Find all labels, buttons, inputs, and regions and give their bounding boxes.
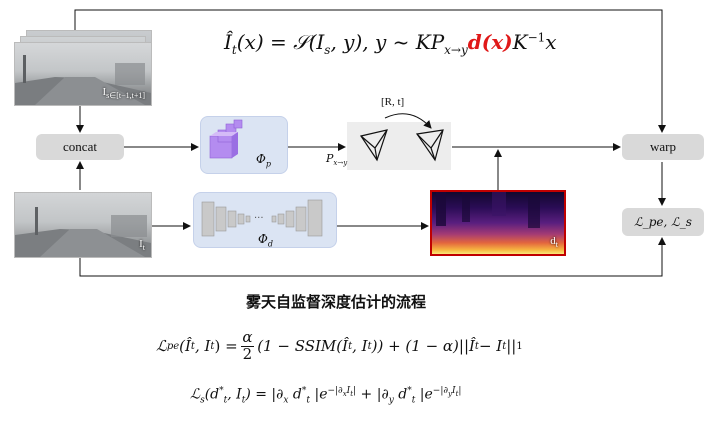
warp-label: warp bbox=[650, 139, 676, 154]
source-scene-sketch bbox=[15, 55, 151, 105]
depth-term: d(x) bbox=[467, 30, 513, 54]
bottom-loop-line bbox=[79, 237, 666, 277]
camera-pose-icon bbox=[360, 113, 444, 162]
warp-box: warp bbox=[622, 134, 704, 160]
pose-net-label: Φp bbox=[256, 152, 271, 169]
pose-transform-label: [R, t] bbox=[381, 96, 405, 108]
source-frames: Is∈[t−1,t+1] bbox=[14, 42, 152, 106]
depth-map-texture bbox=[436, 192, 540, 228]
depth-net-label: Φd bbox=[258, 232, 273, 249]
source-frames-label: Is∈[t−1,t+1] bbox=[102, 85, 145, 100]
top-loop-line bbox=[74, 9, 666, 133]
pose-net-icon bbox=[209, 119, 243, 159]
depth-net-icon: ··· bbox=[201, 199, 323, 237]
loss-box-label: ℒ_pe, ℒ_s bbox=[634, 215, 692, 229]
alpha-fraction: α 2 bbox=[240, 328, 255, 363]
target-frame-label: It bbox=[139, 237, 145, 252]
loss-s-formula: ℒs(d*t, It) = |∂x d*t |e−|∂xIt| + |∂y d*… bbox=[190, 386, 462, 406]
svg-text:···: ··· bbox=[254, 213, 264, 224]
depth-map: dt bbox=[430, 190, 566, 256]
main-formula: Ît(x) = 𝒮(Is, y), y ~ KPx→yd(x)K−1x bbox=[224, 30, 557, 57]
formula-lhs: Ît(x) = 𝒮(Is, y), y ~ KPx→y bbox=[224, 30, 468, 57]
concat-box: concat bbox=[36, 134, 124, 160]
target-scene-sketch bbox=[15, 207, 151, 257]
loss-box: ℒ_pe, ℒ_s bbox=[622, 208, 704, 236]
depth-map-label: dt bbox=[550, 234, 558, 249]
figure-caption: 雾天自监督深度估计的流程 bbox=[246, 293, 427, 311]
camera-pose-panel bbox=[347, 122, 451, 170]
concat-label: concat bbox=[63, 139, 97, 154]
pose-matrix-label: Px→y bbox=[326, 152, 348, 168]
target-frame: It bbox=[14, 192, 152, 258]
